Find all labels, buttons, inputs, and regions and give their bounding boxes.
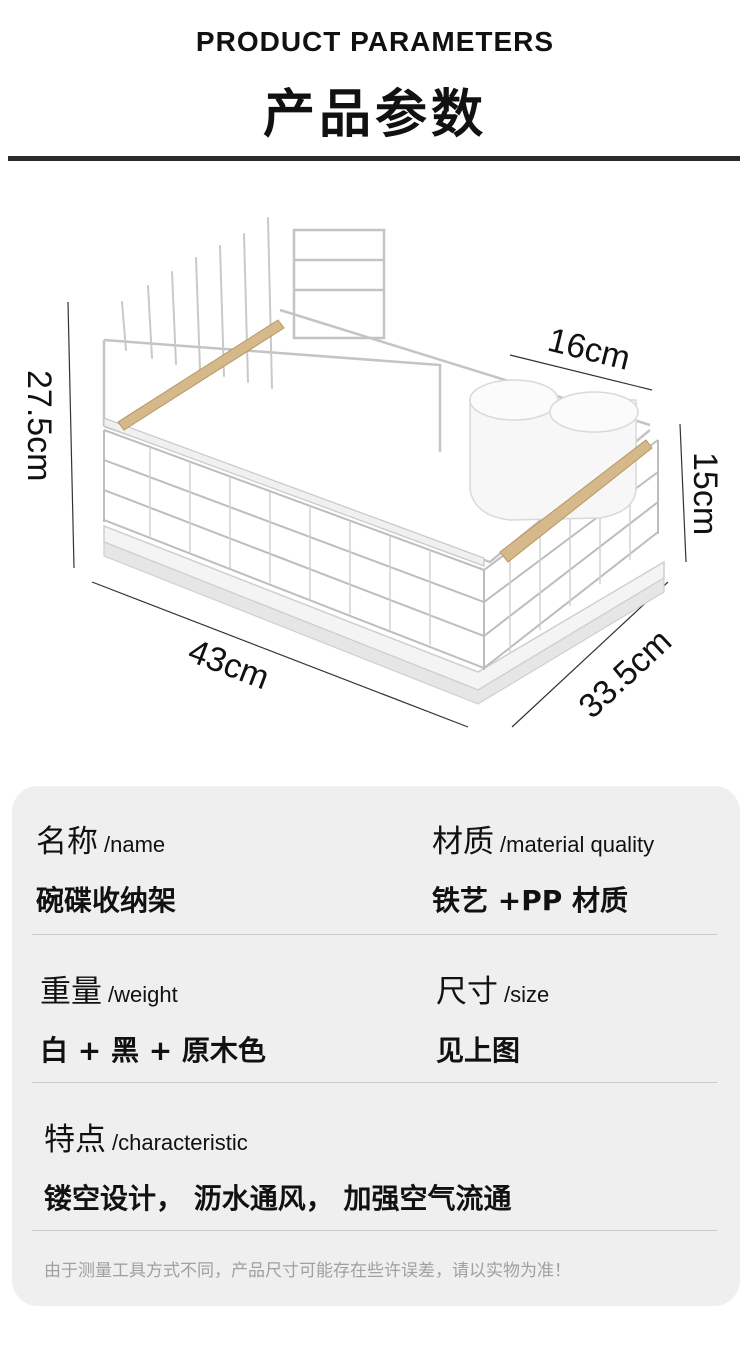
product-dimension-figure: 27.5cm 43cm 33.5cm 16cm 15cm xyxy=(0,190,750,750)
utensil-cup xyxy=(469,379,639,521)
param-name: 名称/name 碗碟收纳架 xyxy=(36,816,176,919)
param-material-label-en: /material quality xyxy=(500,832,655,857)
dimension-lines xyxy=(67,301,687,728)
param-name-value: 碗碟收纳架 xyxy=(36,884,177,917)
param-weight-label-en: /weight xyxy=(108,982,178,1007)
cup-height-label: 15cm xyxy=(686,452,724,535)
basket-wires xyxy=(149,448,631,652)
param-material-label: 材质 xyxy=(432,824,494,860)
width-label: 43cm xyxy=(183,632,274,697)
cup-width-label: 16cm xyxy=(544,321,634,378)
wood-handle-front xyxy=(499,439,653,563)
param-feature: 特点/characteristic 镂空设计， 沥水通风， 加强空气流通 xyxy=(44,1114,512,1217)
param-name-label: 名称 xyxy=(36,824,98,860)
row-divider xyxy=(32,934,717,935)
row-divider xyxy=(32,1230,717,1231)
header-divider xyxy=(8,156,740,161)
param-name-label-en: /name xyxy=(104,832,166,857)
dish-rack-illustration: 27.5cm 43cm 33.5cm 16cm 15cm xyxy=(20,217,724,728)
param-feature-label-en: /characteristic xyxy=(112,1130,248,1155)
header-title-en: PRODUCT PARAMETERS xyxy=(195,26,555,57)
drain-tray xyxy=(103,524,665,705)
disclaimer-text: 由于测量工具方式不同，产品尺寸可能存在些许误差，请以实物为准！ xyxy=(44,1261,571,1281)
front-rim xyxy=(103,417,485,567)
wood-bar-back xyxy=(117,319,285,431)
header-title-cn: 产品参数 xyxy=(262,85,487,145)
param-size: 尺寸/size 见上图 xyxy=(436,966,549,1069)
param-material: 材质/material quality 铁艺 +PP 材质 xyxy=(432,816,654,919)
dish-prongs xyxy=(121,217,273,389)
plate-holder xyxy=(292,228,386,340)
parameter-panel: 名称/name 碗碟收纳架 材质/material quality 铁艺 +PP… xyxy=(12,786,740,1306)
param-weight: 重量/weight 白 + 黑 + 原木色 xyxy=(40,966,266,1069)
param-weight-label: 重量 xyxy=(40,974,102,1010)
param-material-value: 铁艺 +PP 材质 xyxy=(432,884,629,917)
param-size-label: 尺寸 xyxy=(436,974,498,1010)
row-divider xyxy=(32,1082,717,1083)
param-weight-value: 白 + 黑 + 原木色 xyxy=(40,1034,266,1067)
param-feature-value: 镂空设计， 沥水通风， 加强空气流通 xyxy=(44,1182,512,1215)
param-size-label-en: /size xyxy=(504,982,550,1007)
height-label: 27.5cm xyxy=(20,370,58,482)
param-feature-label: 特点 xyxy=(44,1122,106,1158)
param-size-value: 见上图 xyxy=(436,1034,521,1067)
